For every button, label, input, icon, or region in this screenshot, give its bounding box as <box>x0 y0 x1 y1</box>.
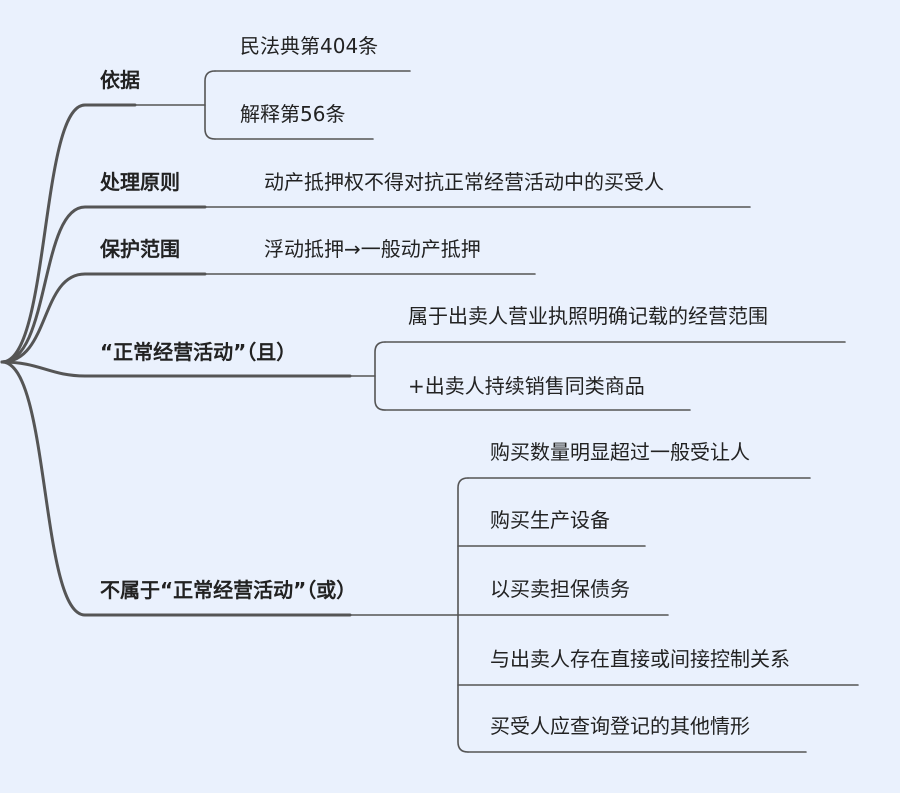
leaf-label: 购买生产设备 <box>490 508 610 532</box>
branch-label: 保护范围 <box>100 237 180 261</box>
bracket <box>374 341 386 411</box>
branch-label: 不属于“正常经营活动”（或） <box>100 578 357 602</box>
leaf-label: 与出卖人存在直接或间接控制关系 <box>490 647 790 671</box>
branch-connector <box>0 360 352 378</box>
branch-label: 依据 <box>100 68 140 92</box>
branch-connector <box>0 360 352 617</box>
leaf-label: 浮动抵押→一般动产抵押 <box>264 237 481 261</box>
branch-connector <box>0 103 137 364</box>
bracket <box>204 70 216 140</box>
leaf-label: 动产抵押权不得对抗正常经营活动中的买受人 <box>264 170 664 194</box>
leaf-label: 民法典第404条 <box>240 34 379 58</box>
leaf-label: 解释第56条 <box>240 102 346 126</box>
branch-label: 处理原则 <box>100 170 180 194</box>
leaf-label: 购买数量明显超过一般受让人 <box>490 440 750 464</box>
leaf-label: 以买卖担保债务 <box>490 577 630 601</box>
leaf-label: +出卖人持续销售同类商品 <box>408 374 645 398</box>
branch-connector <box>0 272 207 364</box>
leaf-label: 属于出卖人营业执照明确记载的经营范围 <box>408 304 768 328</box>
leaf-label: 买受人应查询登记的其他情形 <box>490 714 750 738</box>
branch-connector <box>0 205 207 364</box>
branch-label: “正常经营活动”（且） <box>100 340 297 364</box>
